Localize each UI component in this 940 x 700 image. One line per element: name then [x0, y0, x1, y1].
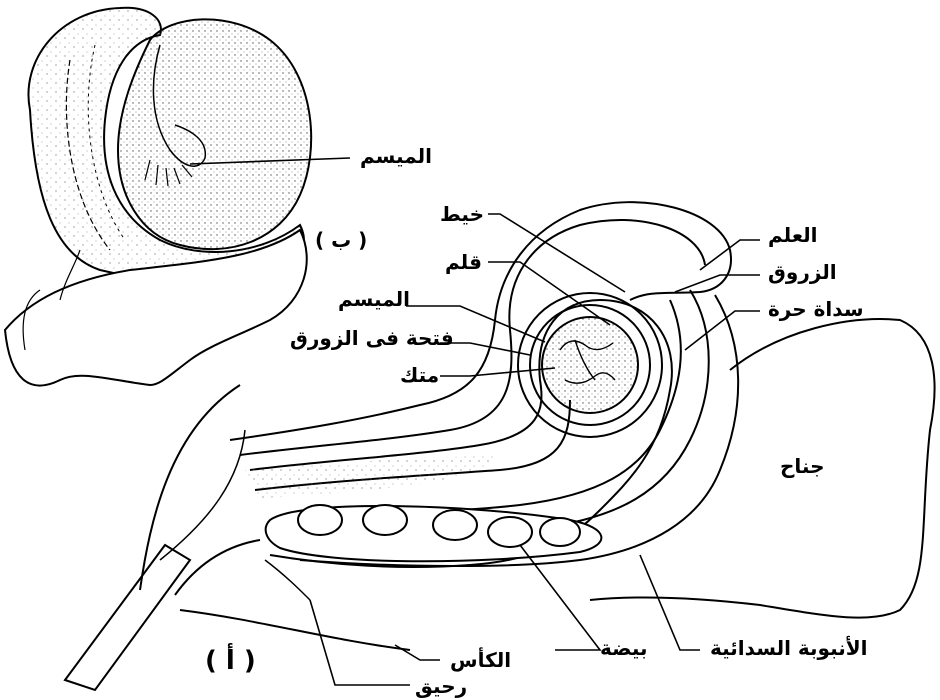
ovule-5: [540, 518, 580, 546]
label-wing: جناح: [780, 456, 825, 476]
label-thread: خيط: [440, 204, 484, 224]
label-free-stamen: سداة حرة: [768, 299, 864, 319]
label-part-b: ( ب ): [315, 230, 367, 250]
label-stigma-a: الميسم: [338, 289, 410, 309]
leader-anther: [440, 368, 555, 376]
flower-a-standard: [230, 202, 731, 440]
label-calyx: الكأس: [450, 650, 511, 670]
ovule-2: [363, 505, 407, 535]
label-nectar: رحيق: [415, 676, 467, 696]
flower-a-nectar: [265, 560, 310, 600]
flower-a-pedicel: [65, 545, 190, 690]
label-standard: العلم: [768, 225, 818, 245]
leader-ovule: [520, 545, 600, 650]
label-keel: الزروق: [768, 262, 837, 282]
leader-free-stamen: [685, 311, 760, 350]
label-stigma-b: الميسم: [360, 146, 432, 166]
flower-b-drawing: [5, 8, 311, 386]
flower-a-anther-mass: [542, 317, 638, 413]
leader-lines: [310, 214, 760, 685]
label-keel-opening: فتحة فى الزورق: [290, 328, 454, 348]
leader-thread: [488, 214, 625, 292]
ovule-3: [433, 510, 477, 540]
label-staminal-tube: الأنبوبة السدائية: [710, 638, 868, 658]
leader-staminal-tube: [640, 555, 700, 650]
label-anther: متك: [400, 365, 439, 385]
leader-keel: [675, 275, 760, 292]
flower-b-keel: [118, 19, 311, 249]
leader-calyx: [395, 645, 440, 660]
ovule-1: [298, 505, 342, 535]
flower-a-wing: [590, 319, 935, 618]
label-part-a: ( أ ): [205, 648, 256, 674]
label-ovule: بيضة: [600, 638, 648, 658]
label-style: قلم: [445, 252, 482, 272]
ovule-4: [488, 517, 532, 547]
